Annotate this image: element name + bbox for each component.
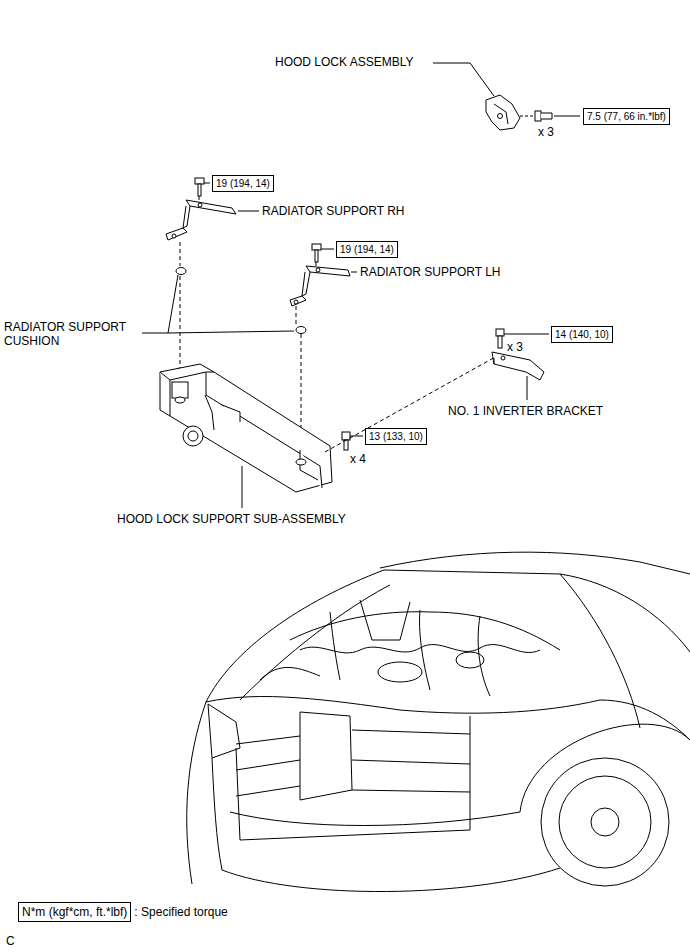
- torque-box: 7.5 (77, 66 in.*lbf): [583, 108, 670, 125]
- torque-value: 13 (133, 10): [369, 430, 423, 443]
- quantity-note: x 3: [507, 340, 523, 354]
- leader-line: [504, 334, 549, 335]
- torque-box: 14 (140, 10): [551, 326, 613, 343]
- cushion: [176, 268, 306, 334]
- leader-line: [527, 376, 528, 400]
- leader-line: [142, 275, 294, 333]
- leader-line: [554, 116, 580, 117]
- leader-line: [238, 211, 259, 212]
- leader-line: [242, 466, 243, 508]
- part-name: RADIATOR SUPPORT RH: [262, 204, 404, 218]
- quantity-note: x 4: [350, 452, 366, 466]
- alignment-line: [520, 116, 534, 117]
- vehicle-front: [187, 552, 690, 891]
- quantity-note: x 3: [538, 125, 554, 139]
- leader-line: [321, 249, 334, 250]
- hood-lock-part: [486, 95, 520, 130]
- part-name: NO. 1 INVERTER BRACKET: [448, 404, 603, 418]
- bolt: [496, 329, 504, 348]
- torque-value: 19 (194, 14): [340, 243, 394, 256]
- bolt: [312, 244, 321, 262]
- leader-line: [351, 272, 357, 273]
- legend-text: : Specified torque: [134, 905, 227, 919]
- figure-code: C: [6, 934, 15, 948]
- bolt: [195, 178, 204, 196]
- torque-box: 19 (194, 14): [212, 175, 274, 192]
- torque-value: N*m (kgf*cm, ft.*lbf): [22, 904, 127, 920]
- bolt: [342, 432, 350, 450]
- inverter-bracket: [492, 352, 544, 380]
- torque-box: 13 (133, 10): [365, 428, 427, 445]
- hood-lock-support: [160, 364, 332, 492]
- leader-line: [433, 63, 494, 96]
- part-name: HOOD LOCK SUPPORT SUB-ASSEMBLY: [117, 512, 346, 526]
- radiator-support-bracket: [166, 200, 236, 240]
- radiator-support-bracket: [290, 266, 350, 306]
- torque-value: 7.5 (77, 66 in.*lbf): [587, 110, 666, 123]
- torque-value: 14 (140, 10): [555, 328, 609, 341]
- leader-line: [204, 183, 210, 184]
- part-name: RADIATOR SUPPORT CUSHION: [4, 320, 140, 348]
- legend-box: N*m (kgf*cm, ft.*lbf): [18, 902, 131, 922]
- bolt: [535, 111, 552, 121]
- torque-value: 19 (194, 14): [216, 177, 270, 190]
- leader-line: [350, 436, 363, 437]
- part-name: RADIATOR SUPPORT LH: [360, 265, 500, 279]
- torque-box: 19 (194, 14): [336, 241, 398, 258]
- part-name: HOOD LOCK ASSEMBLY: [275, 55, 414, 69]
